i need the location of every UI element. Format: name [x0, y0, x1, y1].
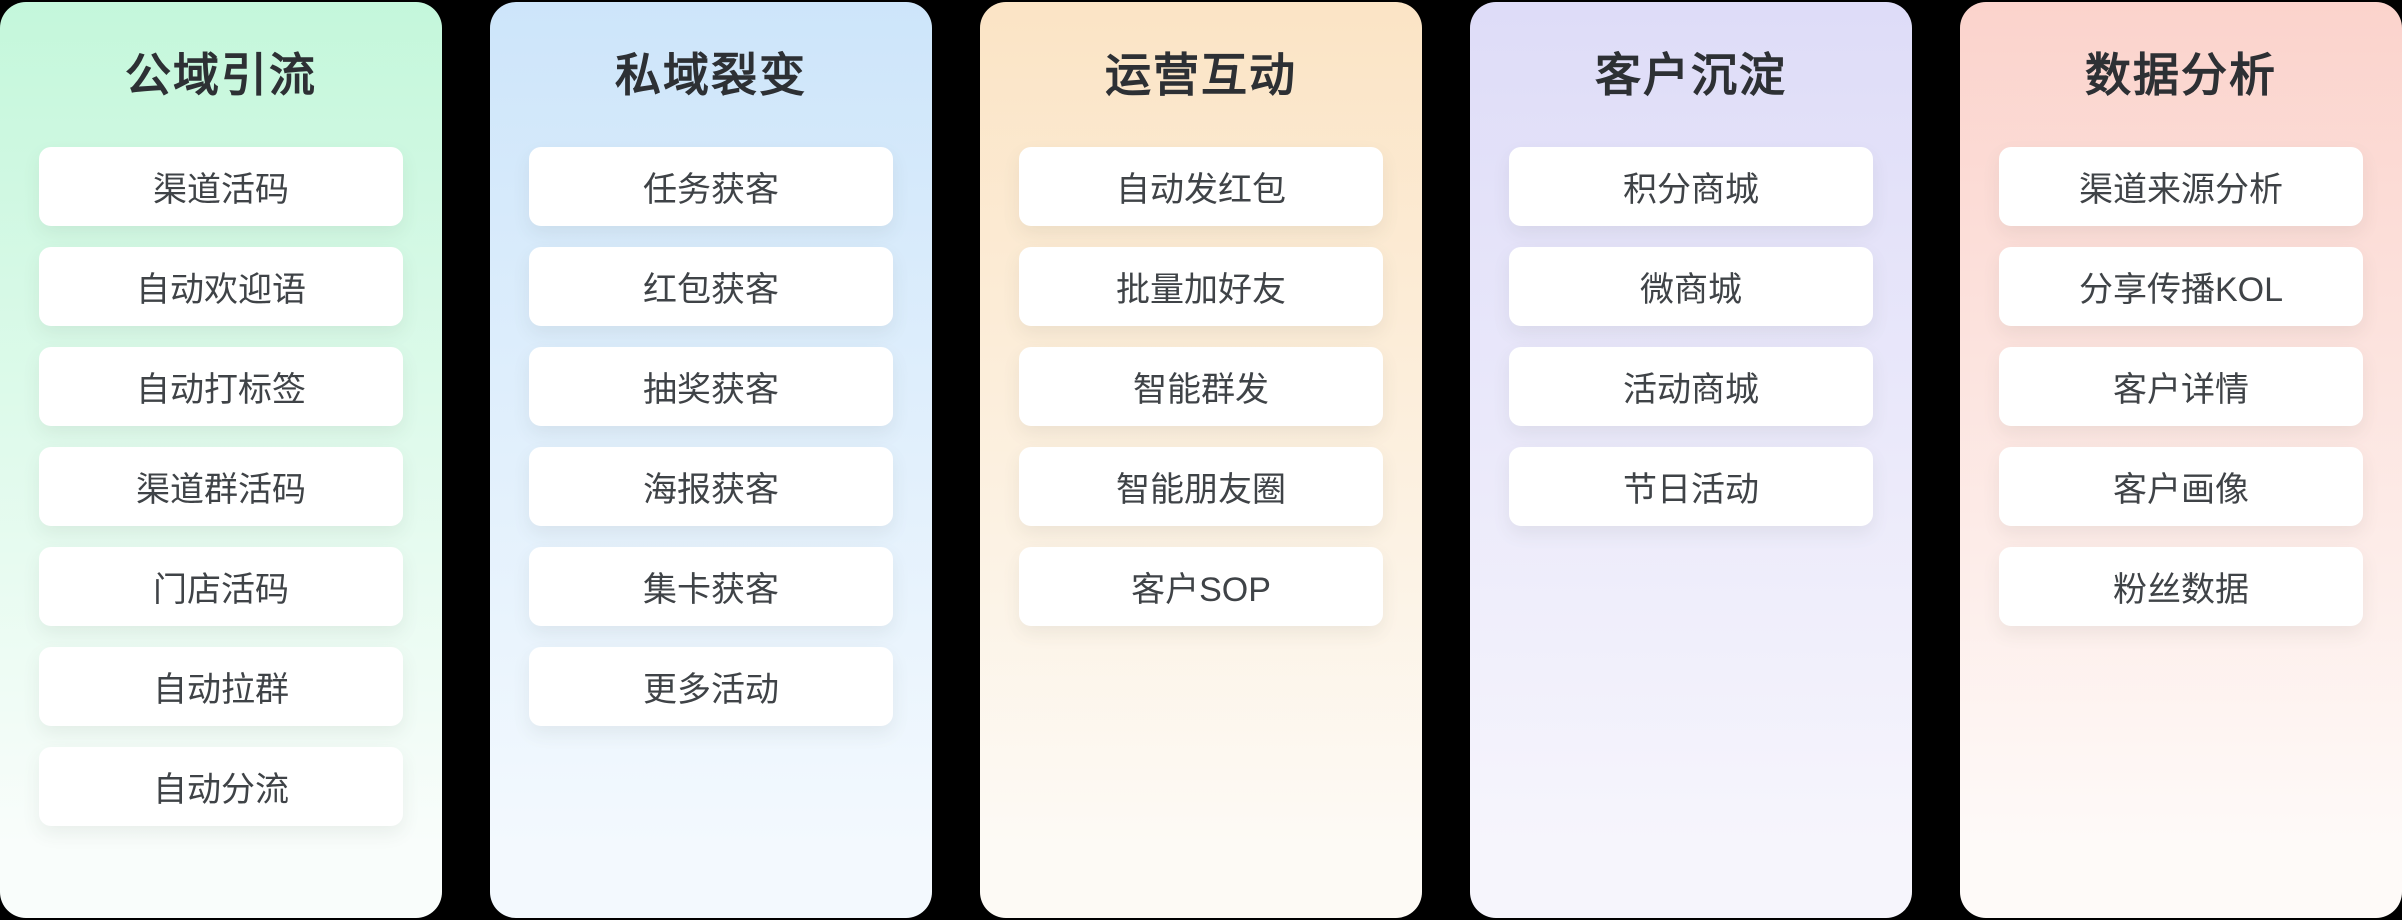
- column-private-fission: 私域裂变 任务获客 红包获客 抽奖获客 海报获客 集卡获客 更多活动: [490, 2, 932, 918]
- feature-button[interactable]: 分享传播KOL: [1999, 247, 2363, 326]
- feature-button[interactable]: 抽奖获客: [529, 347, 893, 426]
- column-data-analysis: 数据分析 渠道来源分析 分享传播KOL 客户详情 客户画像 粉丝数据: [1960, 2, 2402, 918]
- feature-button[interactable]: 微商城: [1509, 247, 1873, 326]
- feature-button[interactable]: 红包获客: [529, 247, 893, 326]
- feature-button[interactable]: 渠道活码: [39, 147, 403, 226]
- feature-button[interactable]: 智能群发: [1019, 347, 1383, 426]
- feature-button[interactable]: 节日活动: [1509, 447, 1873, 526]
- feature-list: 渠道来源分析 分享传播KOL 客户详情 客户画像 粉丝数据: [1999, 147, 2363, 626]
- feature-button[interactable]: 智能朋友圈: [1019, 447, 1383, 526]
- feature-button[interactable]: 批量加好友: [1019, 247, 1383, 326]
- feature-button[interactable]: 集卡获客: [529, 547, 893, 626]
- feature-button[interactable]: 自动分流: [39, 747, 403, 826]
- feature-list: 积分商城 微商城 活动商城 节日活动: [1509, 147, 1873, 526]
- column-title: 运营互动: [1105, 49, 1297, 101]
- feature-button[interactable]: 粉丝数据: [1999, 547, 2363, 626]
- column-title: 数据分析: [2085, 49, 2277, 101]
- column-title: 客户沉淀: [1595, 49, 1787, 101]
- feature-list: 任务获客 红包获客 抽奖获客 海报获客 集卡获客 更多活动: [529, 147, 893, 726]
- feature-button[interactable]: 渠道来源分析: [1999, 147, 2363, 226]
- feature-button[interactable]: 门店活码: [39, 547, 403, 626]
- feature-button[interactable]: 活动商城: [1509, 347, 1873, 426]
- feature-button[interactable]: 渠道群活码: [39, 447, 403, 526]
- feature-button[interactable]: 自动欢迎语: [39, 247, 403, 326]
- feature-button[interactable]: 自动发红包: [1019, 147, 1383, 226]
- feature-button[interactable]: 海报获客: [529, 447, 893, 526]
- feature-button[interactable]: 自动拉群: [39, 647, 403, 726]
- column-customer-retention: 客户沉淀 积分商城 微商城 活动商城 节日活动: [1470, 2, 1912, 918]
- feature-list: 自动发红包 批量加好友 智能群发 智能朋友圈 客户SOP: [1019, 147, 1383, 626]
- feature-button[interactable]: 客户详情: [1999, 347, 2363, 426]
- feature-button[interactable]: 客户SOP: [1019, 547, 1383, 626]
- feature-button[interactable]: 积分商城: [1509, 147, 1873, 226]
- feature-button[interactable]: 更多活动: [529, 647, 893, 726]
- column-operation-interaction: 运营互动 自动发红包 批量加好友 智能群发 智能朋友圈 客户SOP: [980, 2, 1422, 918]
- feature-button[interactable]: 自动打标签: [39, 347, 403, 426]
- feature-button[interactable]: 任务获客: [529, 147, 893, 226]
- column-public-traffic: 公域引流 渠道活码 自动欢迎语 自动打标签 渠道群活码 门店活码 自动拉群 自动…: [0, 2, 442, 918]
- column-title: 私域裂变: [615, 49, 807, 101]
- column-title: 公域引流: [125, 49, 317, 101]
- feature-button[interactable]: 客户画像: [1999, 447, 2363, 526]
- feature-list: 渠道活码 自动欢迎语 自动打标签 渠道群活码 门店活码 自动拉群 自动分流: [39, 147, 403, 826]
